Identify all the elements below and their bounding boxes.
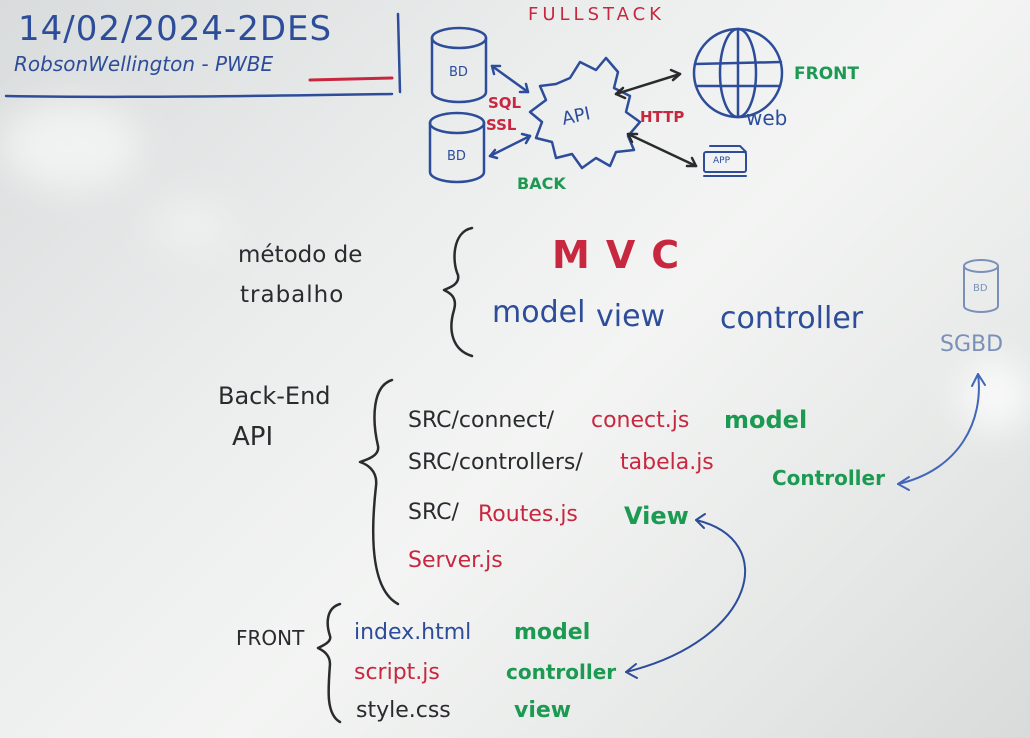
db-bottom-icon (428, 111, 486, 184)
web-label: web (746, 106, 788, 130)
method-brace (442, 226, 474, 358)
backend-brace (358, 378, 400, 606)
backend-role: View (624, 502, 689, 530)
front-label-top: FRONT (794, 64, 859, 84)
fullstack-title: FULLSTACK (528, 4, 665, 25)
arrow-api-app (626, 132, 698, 168)
app-label: APP (713, 156, 731, 166)
backend-path: SRC/controllers/ (408, 450, 583, 475)
arrow-api-web (614, 72, 682, 96)
mvc-acronym: MVC (552, 233, 696, 277)
header-underline (4, 92, 394, 99)
date-heading: 14/02/2024-2DES (18, 9, 333, 49)
globe-icon (692, 27, 784, 119)
arrow-db-bottom-api (488, 134, 532, 158)
backend-file: Server.js (408, 548, 503, 573)
db-bottom-label: BD (447, 149, 466, 164)
api-gear-icon (528, 56, 642, 170)
http-label: HTTP (640, 108, 685, 126)
front-role: model (514, 620, 591, 645)
backend-path: SRC/connect/ (408, 408, 555, 433)
app-device-icon (703, 145, 747, 177)
backend-label-line1: Back-End (218, 382, 331, 410)
front-file: style.css (356, 698, 451, 723)
arrow-sgbd-controller (897, 373, 980, 485)
backend-file: conect.js (591, 408, 690, 433)
author-heading: RobsonWellington - PWBE (14, 52, 274, 76)
db-top-icon (430, 26, 488, 104)
sql-label: SQL (488, 94, 522, 112)
backend-file: tabela.js (620, 450, 714, 475)
sgbd-db-icon (963, 259, 999, 313)
front-brace (316, 602, 342, 724)
backend-file: Routes.js (478, 502, 578, 527)
mvc-view: view (596, 299, 666, 334)
front-role: view (514, 698, 572, 723)
backend-role: Controller (772, 466, 885, 490)
arrow-db-top-api (490, 64, 530, 94)
back-label: BACK (517, 174, 566, 193)
front-file: script.js (354, 660, 440, 685)
method-label-line1: método de (238, 242, 363, 268)
pwbe-underline (308, 76, 394, 82)
backend-path: SRC/ (408, 500, 459, 525)
mvc-model: model (492, 295, 586, 330)
db-top-label: BD (449, 65, 468, 80)
backend-role: model (724, 406, 808, 434)
backend-label-line2: API (232, 422, 274, 452)
ssl-label: SSL (486, 116, 517, 134)
method-label-line2: trabalho (240, 282, 345, 308)
front-role: controller (506, 660, 617, 684)
sgbd-label: SGBD (940, 332, 1004, 357)
front-file: index.html (354, 620, 472, 645)
header-divider (396, 12, 402, 94)
mvc-controller: controller (720, 301, 864, 336)
arrow-view-controller (625, 519, 747, 673)
front-label: FRONT (236, 626, 305, 650)
sgbd-db-label: BD (973, 283, 988, 294)
